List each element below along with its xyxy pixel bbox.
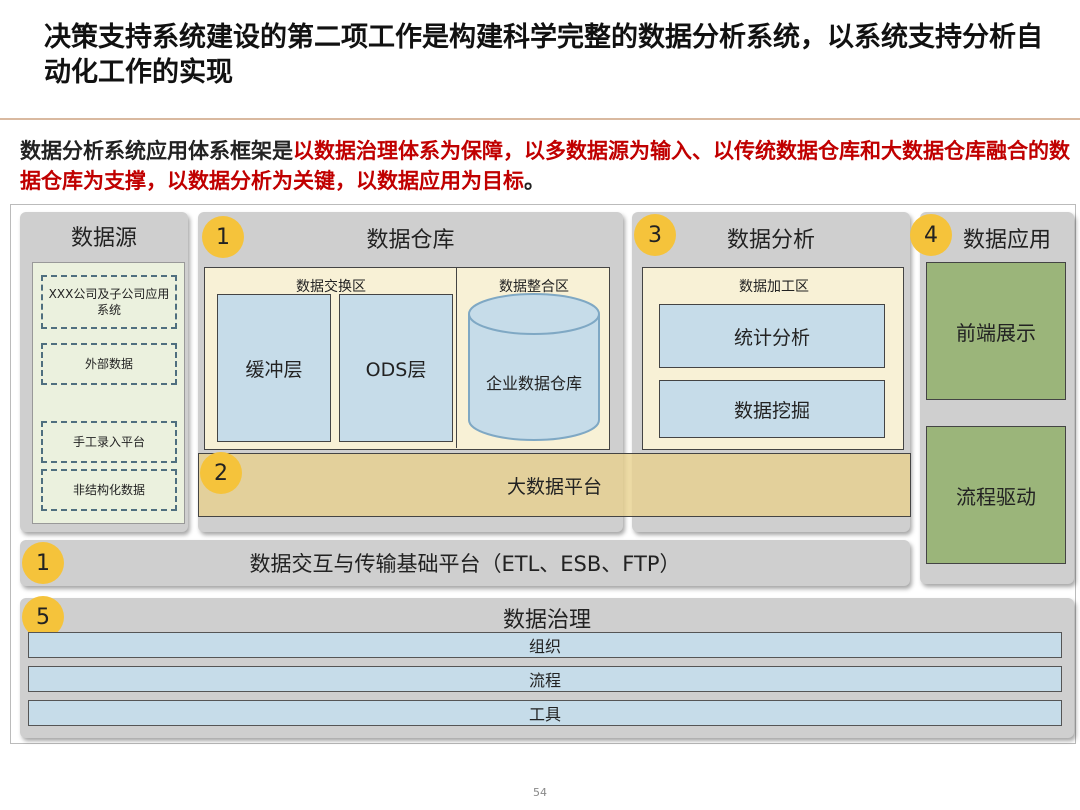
data-source-title: 数据源	[70, 226, 137, 251]
data-governance-panel: 5 数据治理 组织 流程 工具	[20, 596, 1074, 738]
source-item: XXX公司及子公司应用系统	[41, 275, 177, 329]
big-data-badge: 2	[200, 452, 242, 494]
warehouse-badge: 1	[202, 216, 244, 258]
description-prefix: 数据分析系统应用体系框架是	[20, 139, 293, 163]
governance-badge: 5	[22, 596, 64, 638]
diagram-frame	[10, 204, 1076, 744]
source-item: 非结构化数据	[41, 469, 177, 511]
description-highlight: 以数据治理体系为保障，以多数据源为输入、以传统数据仓库和大数据仓库融合的数据仓库…	[20, 139, 1070, 193]
analysis-badge: 3	[634, 214, 676, 256]
integration-zone-title: 数据整合区	[499, 279, 569, 295]
description-suffix: 。	[524, 169, 545, 193]
page-title: 决策支持系统建设的第二项工作是构建科学完整的数据分析系统，以系统支持分析自动化工…	[44, 22, 1043, 88]
governance-organization: 组织	[28, 632, 1062, 658]
data-mining: 数据挖掘	[659, 380, 885, 438]
etl-platform-label: 数据交互与传输基础平台（ETL、ESB、FTP）	[249, 552, 681, 576]
page-number: 54	[533, 786, 547, 799]
exchange-zone-title: 数据交换区	[296, 279, 366, 295]
source-item: 外部数据	[41, 343, 177, 385]
data-source-panel: 数据源 XXX公司及子公司应用系统 外部数据 手工录入平台 非结构化数据	[20, 212, 188, 532]
governance-title: 数据治理	[502, 608, 591, 633]
statistical-analysis: 统计分析	[659, 304, 885, 368]
warehouse-title: 数据仓库	[366, 228, 455, 253]
data-application-panel: 4 数据应用 前端展示 流程驱动	[910, 212, 1074, 584]
enterprise-warehouse-cylinder	[468, 293, 600, 441]
warehouse-zones: 数据交换区 缓冲层 ODS层 数据整合区 企业数据仓库	[204, 267, 610, 450]
etl-badge: 1	[22, 542, 64, 584]
frontend-display: 前端展示	[926, 262, 1066, 400]
application-badge: 4	[910, 214, 952, 256]
big-data-platform-label: 大数据平台	[506, 475, 602, 498]
enterprise-warehouse-label: 企业数据仓库	[485, 374, 582, 393]
exchange-zone: 数据交换区 缓冲层 ODS层	[205, 268, 457, 448]
process-driven: 流程驱动	[926, 426, 1066, 564]
application-title: 数据应用	[962, 228, 1051, 253]
processing-zone: 数据加工区 统计分析 数据挖掘	[642, 267, 904, 450]
governance-tools: 工具	[28, 700, 1062, 726]
processing-zone-title: 数据加工区	[739, 279, 809, 295]
title-divider	[0, 118, 1080, 120]
framework-description: 数据分析系统应用体系框架是以数据治理体系为保障，以多数据源为输入、以传统数据仓库…	[20, 136, 1070, 196]
source-item: 手工录入平台	[41, 421, 177, 463]
big-data-platform: 大数据平台	[198, 453, 911, 517]
ods-layer: ODS层	[339, 294, 453, 442]
buffer-layer: 缓冲层	[217, 294, 331, 442]
analysis-title: 数据分析	[726, 228, 815, 253]
data-source-list: XXX公司及子公司应用系统 外部数据 手工录入平台 非结构化数据	[32, 262, 185, 524]
governance-process: 流程	[28, 666, 1062, 692]
etl-platform: 数据交互与传输基础平台（ETL、ESB、FTP）	[20, 540, 910, 586]
